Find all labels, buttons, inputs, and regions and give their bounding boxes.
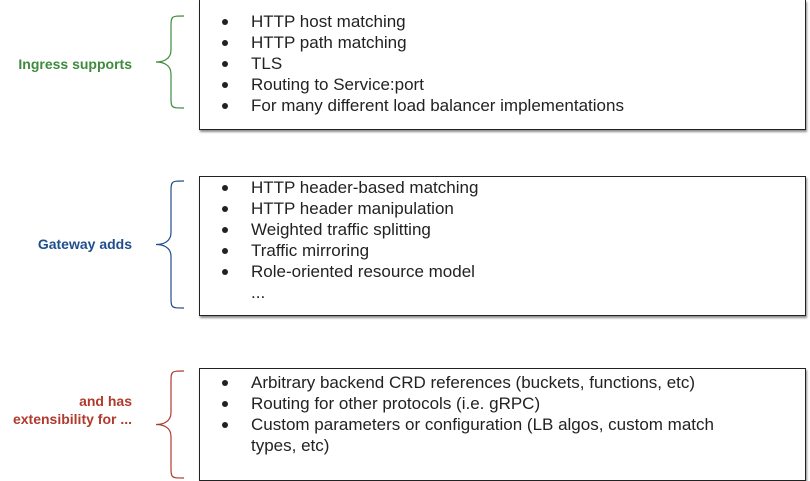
list-item-text: HTTP header manipulation xyxy=(251,199,454,218)
list-item: Role-oriented resource model xyxy=(200,261,805,282)
bullet-icon xyxy=(222,206,228,212)
bullet-icon xyxy=(222,248,228,254)
bullet-icon xyxy=(222,269,228,275)
section-label: Gateway adds xyxy=(38,235,132,253)
list-item: HTTP header manipulation xyxy=(200,198,805,219)
list-item-text: Traffic mirroring xyxy=(251,241,370,260)
section-label-line: Gateway adds xyxy=(37,236,132,252)
list-item: Custom parameters or configuration (LB a… xyxy=(200,414,805,435)
list-item-text: Routing for other protocols (i.e. gRPC) xyxy=(251,394,541,413)
list-item-text: For many different load balancer impleme… xyxy=(251,96,624,115)
bullet-icon xyxy=(222,380,228,386)
bullet-icon xyxy=(222,82,228,88)
curly-brace-icon xyxy=(155,180,185,309)
curly-brace-icon xyxy=(155,370,185,479)
list-item: HTTP header-based matching xyxy=(200,177,805,198)
section-label-line: and has xyxy=(79,393,132,409)
bullet-icon xyxy=(222,401,228,407)
list-item: Weighted traffic splitting xyxy=(200,219,805,240)
section-label: Ingress supports xyxy=(18,55,132,73)
section-label-line: extensibility for ... xyxy=(12,411,132,427)
list-item: Routing to Service:port xyxy=(200,74,805,95)
curly-brace-icon xyxy=(155,15,185,109)
list-item-text: ... xyxy=(251,283,266,302)
bullet-icon xyxy=(222,61,228,67)
feature-list: Arbitrary backend CRD references (bucket… xyxy=(200,369,805,456)
list-item: TLS xyxy=(200,53,805,74)
list-item: For many different load balancer impleme… xyxy=(200,95,805,116)
list-item: types, etc) xyxy=(200,435,805,456)
list-item-text: Routing to Service:port xyxy=(251,75,424,94)
list-item-text: types, etc) xyxy=(251,436,330,455)
list-item: Traffic mirroring xyxy=(200,240,805,261)
bullet-icon xyxy=(222,103,228,109)
list-item-text: TLS xyxy=(251,54,283,73)
list-item-text: Arbitrary backend CRD references (bucket… xyxy=(251,373,696,392)
bullet-icon xyxy=(222,40,228,46)
list-item-text: Custom parameters or configuration (LB a… xyxy=(251,415,714,434)
list-item-text: Weighted traffic splitting xyxy=(251,220,431,239)
feature-box: Arbitrary backend CRD references (bucket… xyxy=(199,368,806,481)
list-item: Routing for other protocols (i.e. gRPC) xyxy=(200,393,805,414)
list-item-text: HTTP path matching xyxy=(251,33,407,52)
bullet-icon xyxy=(222,422,228,428)
list-item-text: HTTP host matching xyxy=(251,12,406,31)
list-item: ... xyxy=(200,282,805,303)
section-label: and has extensibility for ... xyxy=(13,392,132,428)
list-item-text: HTTP header-based matching xyxy=(251,178,479,197)
bullet-icon xyxy=(222,19,228,25)
bullet-icon xyxy=(222,185,228,191)
list-item: HTTP host matching xyxy=(200,11,805,32)
list-item: Arbitrary backend CRD references (bucket… xyxy=(200,372,805,393)
list-item-text: Role-oriented resource model xyxy=(251,262,475,281)
list-item: HTTP path matching xyxy=(200,32,805,53)
bullet-icon xyxy=(222,227,228,233)
section-label-line: Ingress supports xyxy=(18,56,132,72)
